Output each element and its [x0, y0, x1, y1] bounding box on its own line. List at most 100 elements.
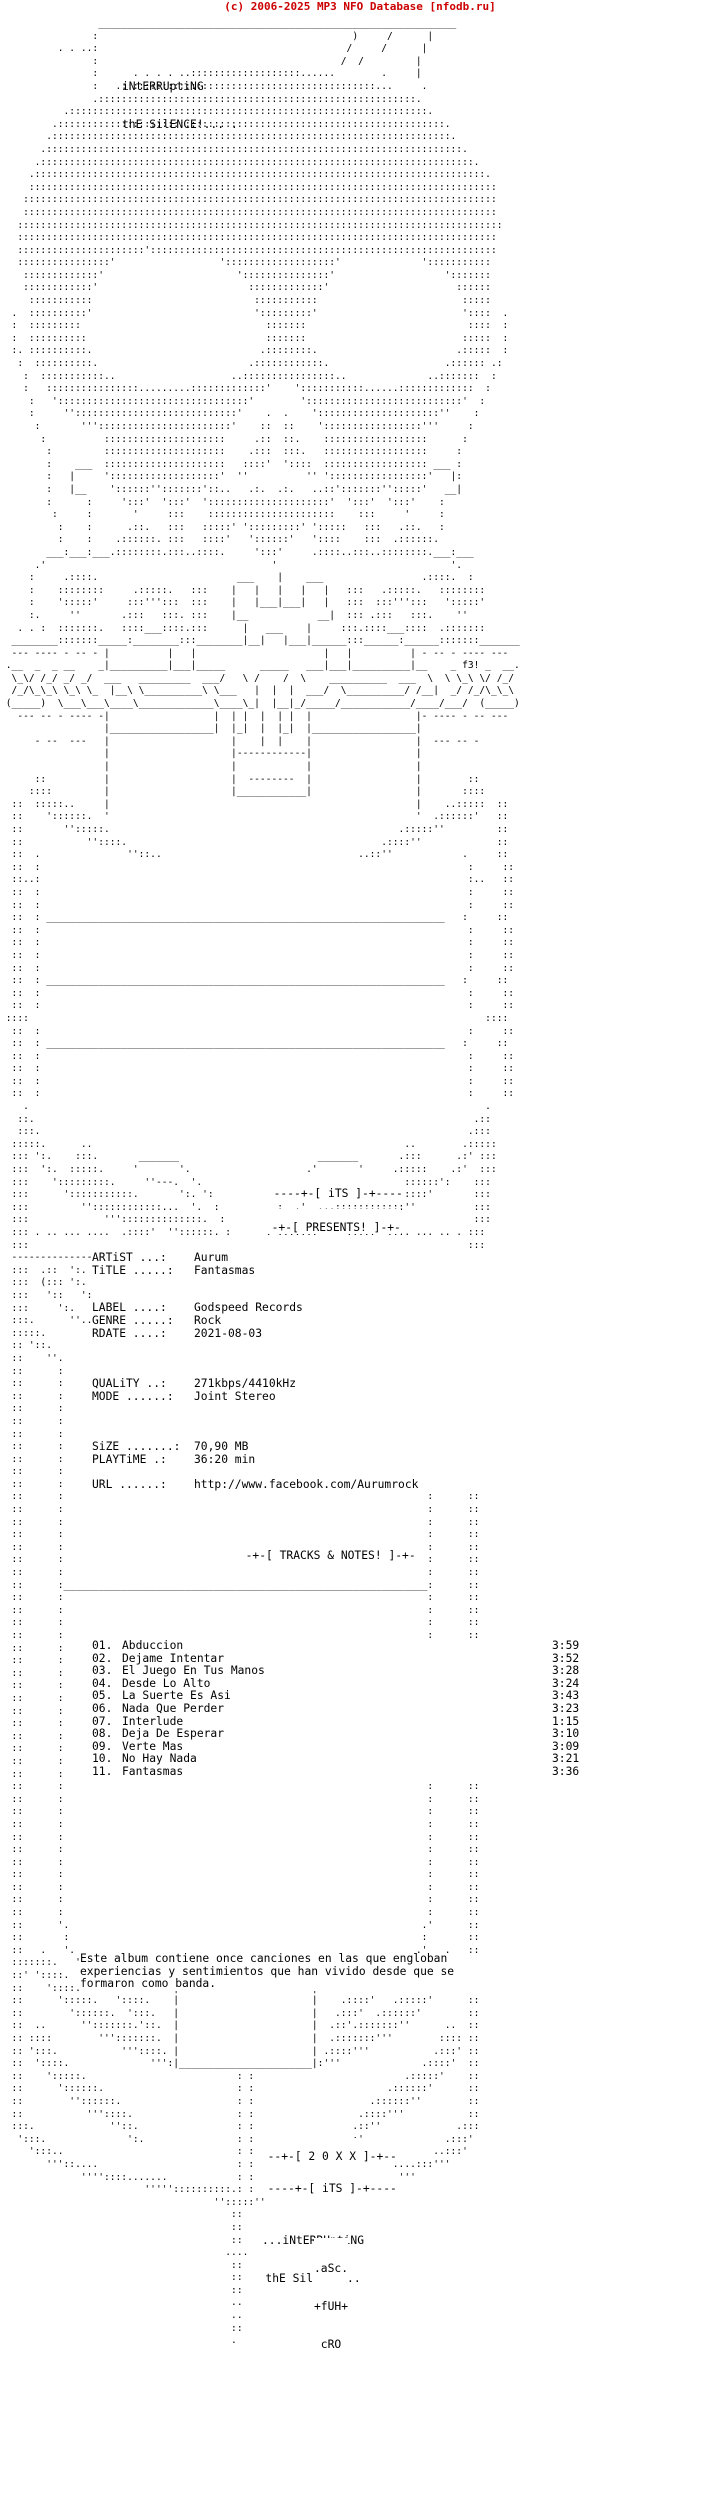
label-value: Godspeed Records: [194, 1301, 303, 1315]
playtime-key: PLAYTiME .:: [92, 1452, 167, 1466]
tracks-header-text: [ TRACKS & NOTES! ]: [266, 1548, 396, 1562]
track-title: Dejame Intentar: [122, 1651, 225, 1665]
genre-key: GENRE .....:: [92, 1313, 174, 1327]
group-name-top: iNtERRUptiNG thE SilENCE!... .: [122, 56, 238, 144]
track-time: 3:59: [552, 1639, 580, 1652]
site-link[interactable]: [nfodb.ru]: [429, 0, 496, 13]
track-number: 04.: [92, 1676, 113, 1690]
track-row: 11. Fantasmas 3:36: [92, 1764, 612, 1779]
track-title: Nada Que Perder: [122, 1701, 225, 1715]
site-name-link[interactable]: MP3 NFO Database: [316, 0, 423, 13]
copyright-text[interactable]: (c) 2006-2025: [224, 0, 311, 13]
track-number: 07.: [92, 1714, 113, 1728]
title-key: TiTLE .....:: [92, 1263, 174, 1277]
footer-its-text: [ iTS ]: [308, 2181, 357, 2195]
release-info: ARTiST ...: Aurum TiTLE .....: Fantasmas L…: [92, 1251, 652, 1492]
track-number: 11.: [92, 1764, 113, 1778]
track-title: Verte Mas: [122, 1739, 184, 1753]
quality-key: QUALiTY ..:: [92, 1376, 167, 1390]
track-row: 04. Desde Lo Alto 3:24: [92, 1676, 612, 1691]
presents-text: [ PRESENTS! ]: [292, 1220, 381, 1234]
footer-year-text: [ 2 0 X X ]: [294, 2149, 370, 2163]
track-row: 01. Abduccion 3:59: [92, 1639, 612, 1653]
track-time: 3:09: [552, 1739, 580, 1753]
credit-line3: cRO: [320, 2337, 342, 2351]
track-row: 08. Deja De Esperar 3:10: [92, 1728, 612, 1741]
artist-value: Aurum: [194, 1251, 229, 1264]
group-name-line1: iNtERRUptiNG: [122, 80, 204, 94]
footer-year: --+-[ 2 0 X X ]-+--: [254, 2138, 397, 2164]
track-time: 3:10: [552, 1727, 580, 1741]
track-row: 10. No Hay Nada 3:21: [92, 1753, 612, 1766]
track-row: 05. La Suerte Es Asi 3:43: [92, 1690, 612, 1703]
notes-line2: experiencias y sentimientos que han vivi…: [80, 1964, 455, 1978]
size-value: 70,90 MB: [194, 1439, 249, 1453]
genre-row: GENRE .....: Rock: [92, 1313, 652, 1328]
track-row: 09. Verte Mas 3:09: [92, 1739, 612, 1754]
track-time: 3:36: [552, 1764, 580, 1778]
track-title: No Hay Nada: [122, 1752, 197, 1766]
track-number: 02.: [92, 1651, 113, 1665]
track-row: 06. Nada Que Perder 3:23: [92, 1701, 612, 1716]
playtime-row: PLAYTiME .: 36:20 min: [92, 1452, 652, 1467]
top-banner: (c) 2006-2025 MP3 NFO Database [nfodb.ru…: [0, 0, 720, 16]
url-key: URL ......:: [92, 1477, 167, 1491]
mode-key: MODE ......:: [92, 1389, 174, 1403]
size-row: SiZE .......: 70,90 MB: [92, 1439, 652, 1454]
track-row: 02. Dejame Intentar 3:52: [92, 1651, 612, 1666]
playtime-value: 36:20 min: [194, 1452, 256, 1466]
artist-key: ARTiST ...:: [92, 1251, 167, 1264]
group-name-line2: thE SilENCE!... .: [122, 117, 238, 131]
track-number: 06.: [92, 1701, 113, 1715]
notes: Este album contiene once canciones en la…: [80, 1952, 640, 1991]
track-number: 01.: [92, 1639, 113, 1652]
notes-line3: formaron como banda.: [80, 1977, 217, 1991]
track-title: Deja De Esperar: [122, 1727, 225, 1741]
presents-label: ----+-[ iTS ]-+----: [260, 1175, 403, 1201]
track-time: 3:43: [552, 1689, 580, 1703]
track-number: 05.: [92, 1689, 113, 1703]
track-time: 3:28: [552, 1664, 580, 1678]
track-number: 03.: [92, 1664, 113, 1678]
notes-line1: Este album contiene once canciones en la…: [80, 1952, 448, 1965]
title-row: TiTLE .....: Fantasmas: [92, 1263, 652, 1278]
track-number: 10.: [92, 1752, 113, 1766]
mode-value: Joint Stereo: [194, 1389, 276, 1403]
track-time: 3:52: [552, 1651, 580, 1665]
rdate-key: RDATE ....:: [92, 1326, 167, 1340]
footer-its: ----+-[ iTS ]-+----: [254, 2170, 397, 2196]
size-key: SiZE .......:: [92, 1439, 181, 1453]
tracks-header: -+-[ TRACKS & NOTES! ]-+-: [232, 1537, 416, 1563]
track-title: El Juego En Tus Manos: [122, 1664, 265, 1678]
rdate-value: 2021-08-03: [194, 1326, 263, 1340]
track-title: Desde Lo Alto: [122, 1676, 211, 1690]
url-link[interactable]: http://www.facebook.com/Aurumrock: [194, 1477, 419, 1491]
credit-line1: .aSc.: [314, 2262, 349, 2276]
track-row: 03. El Juego En Tus Manos 3:28: [92, 1665, 612, 1678]
track-title: Abduccion: [122, 1639, 184, 1652]
its-label: [ iTS ]: [314, 1186, 363, 1200]
presents-tag: -+-[ PRESENTS! ]-+-: [258, 1209, 401, 1235]
track-row: 07. Interlude 1:15: [92, 1714, 612, 1729]
url-row: URL ......: http://www.facebook.com/Aurum…: [92, 1477, 652, 1492]
track-title: Fantasmas: [122, 1764, 184, 1778]
track-title: La Suerte Es Asi: [122, 1689, 231, 1703]
track-number: 08.: [92, 1727, 113, 1741]
track-number: 09.: [92, 1739, 113, 1753]
track-time: 3:24: [552, 1676, 580, 1690]
mode-row: MODE ......: Joint Stereo: [92, 1389, 652, 1404]
label-row: LABEL ....: Godspeed Records: [92, 1302, 652, 1315]
genre-value: Rock: [194, 1313, 222, 1327]
artist-row: ARTiST ...: Aurum: [92, 1251, 652, 1265]
track-time: 1:15: [552, 1714, 580, 1728]
track-time: 3:23: [552, 1701, 580, 1715]
credits: .aSc. +fUH+ cRO: [314, 2238, 349, 2364]
title-value: Fantasmas: [194, 1263, 256, 1277]
credit-line2: +fUH+: [314, 2299, 349, 2313]
track-title: Interlude: [122, 1714, 184, 1728]
label-key: LABEL ....:: [92, 1301, 167, 1315]
quality-value: 271kbps/4410kHz: [194, 1376, 297, 1390]
track-time: 3:21: [552, 1752, 580, 1766]
quality-row: QUALiTY ..: 271kbps/4410kHz: [92, 1376, 652, 1391]
